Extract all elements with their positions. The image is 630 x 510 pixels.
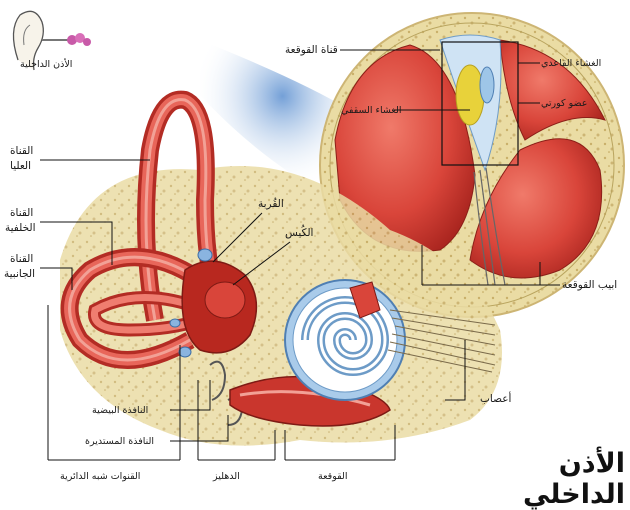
label-cochlear-duct: قناة القوقعة bbox=[285, 44, 338, 57]
label-cochlea: القوقعة bbox=[318, 470, 347, 483]
cochlea-spiral bbox=[285, 280, 405, 400]
label-round-window: النافذة المستديرة bbox=[85, 435, 154, 448]
label-semicircular-canals: القنوات شبه الدائرية bbox=[60, 470, 140, 483]
label-posterior-canal-1: القناة bbox=[10, 207, 33, 220]
inner-ear-diagram bbox=[0, 0, 630, 491]
label-superior-canal-2: العليا bbox=[10, 160, 31, 173]
label-posterior-canal-2: الخلفية bbox=[5, 222, 35, 235]
inset-caption: الأذن الداخلية bbox=[20, 58, 72, 71]
label-cochlea-tubes: ابيب القوقعة bbox=[562, 279, 617, 292]
label-vestibule: الدهليز bbox=[213, 470, 240, 483]
label-nerves: أعصاب bbox=[480, 393, 511, 406]
label-saccule: الكُيس bbox=[285, 227, 313, 240]
label-organ-of-corti: عضو كورتي bbox=[541, 97, 587, 110]
label-tectorial-membrane: الغشاء القاعدي bbox=[541, 57, 601, 70]
label-oval-window: النافذة البيضية bbox=[92, 404, 148, 417]
label-roof-membrane: الغشاء السقفي bbox=[341, 104, 402, 117]
label-lateral-canal-1: القناة bbox=[10, 253, 33, 266]
page-title: الأذن الداخلي bbox=[455, 448, 625, 510]
label-lateral-canal-2: الجانبية bbox=[4, 268, 35, 281]
label-utricle: القُربة bbox=[258, 198, 284, 211]
label-superior-canal-1: القناة bbox=[10, 145, 33, 158]
